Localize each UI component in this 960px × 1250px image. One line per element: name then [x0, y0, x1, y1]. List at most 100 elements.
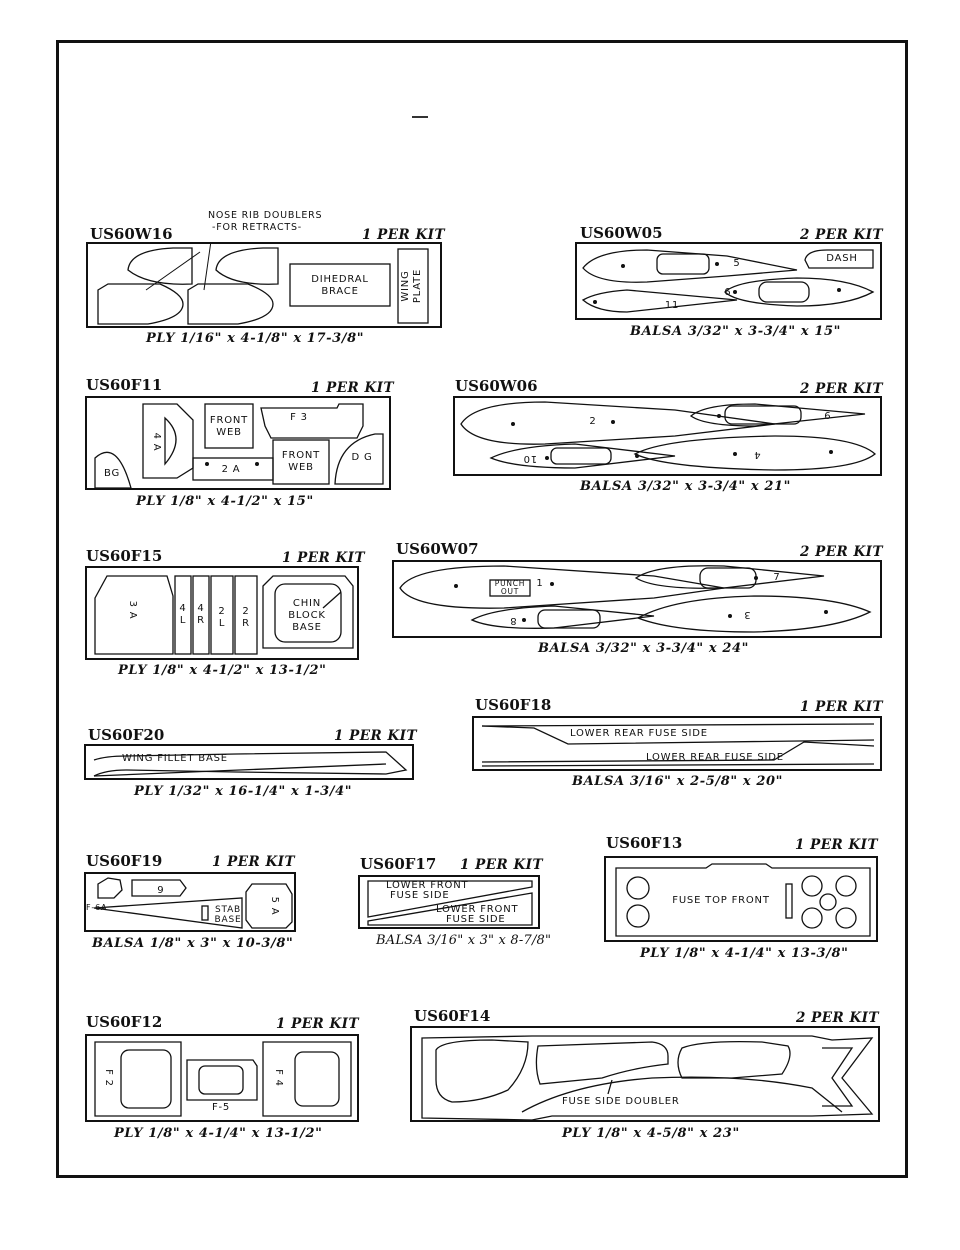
- sheet-us60f19-drawing: [93, 877, 293, 929]
- w07-rib-3: [636, 595, 872, 633]
- sheet-us60f11: 4 A FRONT WEB F 3 BG 2 A FRONT WEB D G: [85, 396, 391, 490]
- f12-label-f5: F-5: [211, 1102, 231, 1113]
- f13-hole-3: [801, 875, 823, 897]
- f14-right-notch: [822, 1047, 854, 1107]
- qty-us60f14: 2 PER KIT: [796, 1010, 880, 1026]
- w06-label-10: 10: [522, 453, 538, 464]
- f18-label-lower-1: LOWER REAR FUSE SIDE: [570, 728, 708, 739]
- w07-label-1: 1: [536, 578, 544, 589]
- f13-hole-4: [835, 875, 857, 897]
- qty-us60f11: 1 PER KIT: [311, 380, 395, 396]
- sheet-us60f13: FUSE TOP FRONT: [604, 856, 878, 942]
- page-frame: [56, 40, 908, 1178]
- f15-label-2r: 2 R: [242, 606, 250, 629]
- f11-part-f3: [260, 403, 364, 439]
- qty-us60f18: 1 PER KIT: [800, 699, 884, 715]
- f15-part-3a: [94, 575, 174, 655]
- w07-label-3: 3: [743, 609, 751, 620]
- f11-front-web-2: [272, 439, 330, 485]
- f13-hole-1: [626, 876, 650, 900]
- f11-label-front-web-2a: FRONT: [281, 450, 321, 461]
- w06-rib-9: [689, 403, 866, 427]
- sheet-us60f15: 3 A 4 L 4 R 2 L 2 R CHIN BLOCK BASE: [85, 566, 359, 660]
- w05-rib-5: [582, 249, 798, 283]
- spec-us60f14: PLY 1/8" x 4-5/8" x 23": [562, 1126, 740, 1141]
- f12-label-f2: F 2: [103, 1069, 114, 1087]
- spec-us60f18: BALSA 3/16" x 2-5/8" x 20": [572, 774, 783, 789]
- f11-label-front-web-2b: WEB: [288, 462, 314, 473]
- w07-rib-8: [470, 605, 655, 629]
- callout-arrow-1: [145, 251, 201, 291]
- w05-dash: [804, 249, 874, 269]
- w06-rib-4: [633, 435, 877, 471]
- w05-label-9: 9: [723, 285, 731, 296]
- sheet-us60w16: DIHEDRAL BRACE WING PLATE: [86, 242, 442, 328]
- part-id-us60w07: US60W07: [396, 540, 479, 558]
- qty-us60f13: 1 PER KIT: [795, 837, 879, 853]
- w05-label-dash: DASH: [826, 253, 858, 264]
- f11-label-2a: 2 A: [221, 464, 241, 475]
- f17-label-3: LOWER FRONT: [436, 904, 519, 915]
- f20-label-fillet: WING FILLET BASE: [122, 753, 228, 764]
- w07-label-punch-1: PUNCH: [494, 579, 526, 588]
- w07-label-8: 8: [509, 615, 517, 626]
- qty-us60f20: 1 PER KIT: [334, 728, 418, 744]
- qty-us60f19: 1 PER KIT: [212, 854, 296, 870]
- sheet-us60f17: LOWER FRONT FUSE SIDE LOWER FRONT FUSE S…: [358, 875, 540, 929]
- sheet-us60f12-drawing: [94, 1041, 352, 1117]
- f11-part-4a-cutout: [164, 416, 177, 466]
- f17-label-1: LOWER FRONT: [386, 880, 469, 891]
- w07-rib-7: [634, 565, 825, 589]
- f18-lower-rear-fuse-side-1: [481, 725, 875, 745]
- part-id-us60f13: US60F13: [606, 834, 683, 852]
- f19-label-stab-2: BASE: [214, 915, 242, 925]
- part-id-us60f15: US60F15: [86, 547, 163, 565]
- w06-label-2: 2: [589, 416, 597, 427]
- w16-wingplate-label-1: WING: [400, 270, 411, 302]
- spec-us60w16: PLY 1/16" x 4-1/8" x 17-3/8": [146, 331, 365, 346]
- w05-cutout-9: [758, 281, 810, 303]
- f15-label-4r: 4 R: [197, 603, 205, 626]
- f19-part-f6a: [97, 877, 123, 899]
- w16-nose-rib-1: [127, 247, 193, 285]
- w16-nose-rib-2: [215, 247, 279, 285]
- sheet-us60f20: WING FILLET BASE: [84, 744, 414, 780]
- spec-us60f11: PLY 1/8" x 4-1/2" x 15": [136, 494, 314, 509]
- f14-cutout-2: [535, 1041, 669, 1085]
- f15-part-4r: [192, 575, 210, 655]
- f17-lower-front-fuse-side-1: [367, 880, 533, 918]
- f13-label-top: FUSE TOP FRONT: [672, 895, 770, 906]
- w07-punch-out: [489, 579, 531, 597]
- nose-rib-callout-line2: -FOR RETRACTS-: [212, 222, 303, 233]
- f19-label-5a: 5 A: [269, 896, 280, 916]
- w05-label-11: 11: [664, 300, 680, 311]
- f11-label-dg: D G: [351, 452, 373, 463]
- sheet-us60f14-drawing: [421, 1035, 874, 1121]
- f20-wing-fillet-base: [93, 751, 408, 777]
- f18-label-lower-2: LOWER REAR FUSE SIDE: [646, 752, 784, 763]
- f15-label-chin-1: CHIN: [292, 598, 322, 609]
- sheet-us60w07: PUNCH OUT 1 7 8 3: [392, 560, 882, 638]
- f14-label-doubler: FUSE SIDE DOUBLER: [562, 1096, 680, 1107]
- f15-label-3a: 3 A: [127, 600, 138, 620]
- qty-us60w16: 1 PER KIT: [362, 227, 446, 243]
- f15-label-chin-3: BASE: [292, 622, 322, 633]
- spec-us60f12: PLY 1/8" x 4-1/4" x 13-1/2": [114, 1126, 323, 1141]
- sheet-us60f19: 6 F-6A STAB BASE 5 A: [84, 872, 296, 932]
- f12-part-f2: [94, 1041, 182, 1117]
- spec-us60f19: BALSA 1/8" x 3" x 10-3/8": [92, 936, 294, 951]
- spec-us60w07: BALSA 3/32" x 3-3/4" x 24": [538, 641, 749, 656]
- spec-us60w06: BALSA 3/32" x 3-3/4" x 21": [580, 479, 791, 494]
- sheet-us60f12: F 2 F-5 F 4: [85, 1034, 359, 1122]
- f12-part-f4-cutout: [294, 1051, 340, 1107]
- f17-label-4: FUSE SIDE: [446, 914, 506, 925]
- sheet-us60f18-drawing: [481, 723, 875, 767]
- w07-cutout-8: [537, 609, 601, 629]
- f13-hole-7: [835, 907, 857, 929]
- f17-label-2: FUSE SIDE: [390, 890, 450, 901]
- f12-part-f2-cutout: [120, 1049, 172, 1109]
- f18-lower-rear-fuse-side-2: [481, 741, 875, 763]
- qty-us60f15: 1 PER KIT: [282, 550, 366, 566]
- f19-stab-base: [93, 897, 243, 929]
- w16-nose-rib-3: [97, 283, 184, 325]
